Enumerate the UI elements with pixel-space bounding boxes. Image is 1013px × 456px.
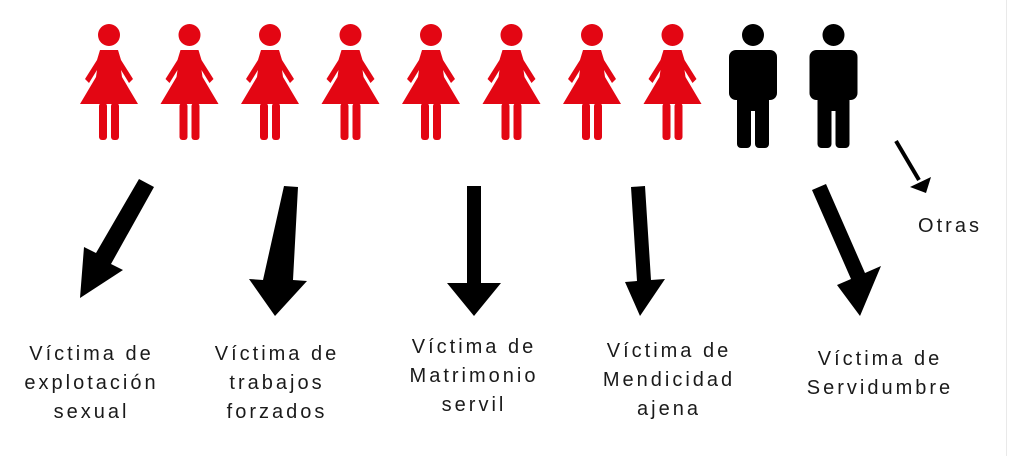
man-icon [729,24,777,148]
woman-icon [563,24,621,140]
arrow-matrimonio-servil [447,186,501,316]
man-icon [809,24,858,148]
woman-icon [160,24,219,140]
label-explotacion-sexual: Víctima de explotación sexual [24,343,159,423]
arrow-otras [894,139,931,193]
woman-icon [643,24,702,140]
woman-icon [402,24,460,140]
woman-icon [321,24,380,140]
label-otras: Otras [918,215,982,237]
arrows [80,139,931,316]
page-border [1006,0,1007,456]
label-matrimonio-servil: Víctima de Matrimonio servil [409,336,539,416]
label-trabajos-forzados: Víctima de trabajos forzados [214,343,340,423]
arrow-explotacion-sexual [80,179,154,298]
woman-icon [482,24,541,140]
woman-icon [80,24,138,140]
label-mendicidad-ajena: Víctima de Mendicidad ajena [602,340,736,420]
woman-icon [241,24,299,140]
arrow-trabajos-forzados [249,186,307,316]
arrow-mendicidad-ajena [625,186,665,316]
label-servidumbre: Víctima de Servidumbre [806,348,954,399]
arrow-servidumbre [812,184,881,316]
figures-row [80,24,858,148]
